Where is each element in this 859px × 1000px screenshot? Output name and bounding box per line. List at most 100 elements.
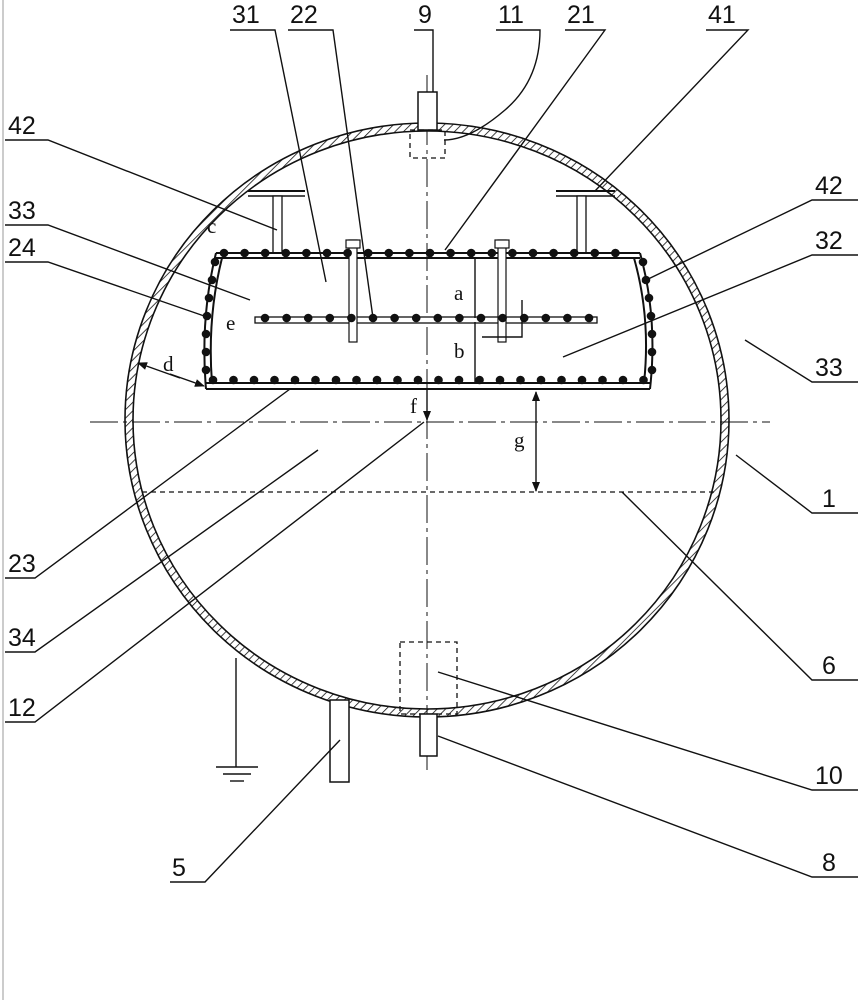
electrode-dot xyxy=(210,257,220,267)
electrode-dot xyxy=(302,248,311,258)
electrode-dot xyxy=(455,313,464,323)
bottom-inner-element xyxy=(399,641,458,715)
electrode-dot xyxy=(303,313,313,323)
label-33-left: 33 xyxy=(8,197,36,225)
electrode-dot xyxy=(260,248,270,258)
label-32: 32 xyxy=(815,227,843,255)
electrode-dot xyxy=(498,313,507,323)
ground-symbol xyxy=(216,658,258,782)
electrode-dot xyxy=(201,365,211,375)
dim-label-a: a xyxy=(454,281,464,305)
electrode-dot xyxy=(219,248,229,258)
electrode-dot xyxy=(347,313,356,323)
electrode-dot xyxy=(249,375,259,385)
electrode-dot xyxy=(528,248,538,258)
electrode-dot xyxy=(311,375,320,385)
electrode-dot xyxy=(647,347,657,357)
electrode-dot xyxy=(549,248,558,258)
dim-label-c: c xyxy=(207,214,216,238)
dim-label-e: e xyxy=(226,311,235,335)
dim-label-f: f xyxy=(410,394,417,418)
electrode-dot xyxy=(647,365,657,375)
electrode-dot xyxy=(433,313,443,323)
electrode-dot xyxy=(434,375,443,385)
leader-lines xyxy=(5,29,858,883)
connecting-rods xyxy=(345,239,510,343)
electrode-dot xyxy=(536,375,546,385)
electrode-dot xyxy=(201,329,211,339)
electrode-dot xyxy=(204,293,214,303)
electrode-dot xyxy=(290,375,300,385)
electrode-dot xyxy=(638,257,648,267)
electrode-dot xyxy=(577,375,587,385)
label-42-left: 42 xyxy=(8,112,36,140)
electrode-dot xyxy=(411,313,421,323)
label-9: 9 xyxy=(418,1,432,29)
dimension-labels: a b c d e f g xyxy=(163,214,525,452)
label-10: 10 xyxy=(815,762,843,790)
vessel-shell xyxy=(124,122,730,718)
electrode-dot xyxy=(208,375,218,385)
electrode-dot xyxy=(557,375,566,385)
label-41: 41 xyxy=(708,1,736,29)
electrode-dot xyxy=(569,248,579,258)
electrode-dot xyxy=(201,347,211,357)
electrode-dot xyxy=(487,248,497,258)
middle-electrode-plate xyxy=(254,316,598,324)
dim-d-arrow-2 xyxy=(169,373,205,387)
electrode-dot xyxy=(618,375,628,385)
electrode-dot xyxy=(644,293,654,303)
electrode-dot xyxy=(541,313,551,323)
electrode-dot xyxy=(281,248,291,258)
electrode-dot xyxy=(372,375,382,385)
electrode-dot xyxy=(282,313,291,323)
bottom-electrode-plate xyxy=(206,382,650,390)
label-22: 22 xyxy=(290,1,318,29)
dim-label-b: b xyxy=(454,339,465,363)
label-21: 21 xyxy=(567,1,595,29)
label-34: 34 xyxy=(8,624,36,652)
electrode-dot xyxy=(584,313,594,323)
electrode-dot xyxy=(207,275,217,285)
label-24: 24 xyxy=(8,234,36,262)
electrode-dot xyxy=(466,248,476,258)
electrode-dot xyxy=(229,375,238,385)
electrode-dot xyxy=(325,313,335,323)
electrode-dot xyxy=(563,313,572,323)
electrode-dot xyxy=(331,375,341,385)
label-31: 31 xyxy=(232,1,260,29)
electrode-dot xyxy=(495,375,505,385)
electrode-dot xyxy=(508,248,517,258)
hanger-supports xyxy=(248,190,615,254)
electrode-dot xyxy=(260,313,270,323)
electrode-dot xyxy=(639,375,648,385)
electrode-dot xyxy=(475,375,484,385)
label-6: 6 xyxy=(822,652,836,680)
part-labels: 31 22 9 11 21 41 42 33 24 42 32 33 1 23 … xyxy=(8,1,843,882)
electrode-dot xyxy=(519,313,529,323)
electrode-dot xyxy=(598,375,607,385)
electrode-dot xyxy=(446,248,455,258)
electrode-dot xyxy=(384,248,394,258)
electrode-dot xyxy=(611,248,620,258)
label-11: 11 xyxy=(498,1,524,29)
electrode-dot xyxy=(476,313,486,323)
top-nozzle xyxy=(417,91,438,131)
label-33-right: 33 xyxy=(815,354,843,382)
electrode-dot xyxy=(590,248,600,258)
electrode-dot xyxy=(240,248,249,258)
label-8: 8 xyxy=(822,849,836,877)
electrode-dot xyxy=(322,248,332,258)
label-42-right: 42 xyxy=(815,172,843,200)
electrode-dot xyxy=(352,375,361,385)
label-1: 1 xyxy=(822,485,836,513)
electrode-dot xyxy=(393,375,402,385)
electrode-dot xyxy=(647,329,657,339)
label-5: 5 xyxy=(172,854,186,882)
dim-label-d: d xyxy=(163,352,174,376)
electrode-dot xyxy=(363,248,373,258)
electrode-dot xyxy=(646,311,656,321)
dim-label-g: g xyxy=(514,428,525,452)
electrode-dot xyxy=(270,375,279,385)
